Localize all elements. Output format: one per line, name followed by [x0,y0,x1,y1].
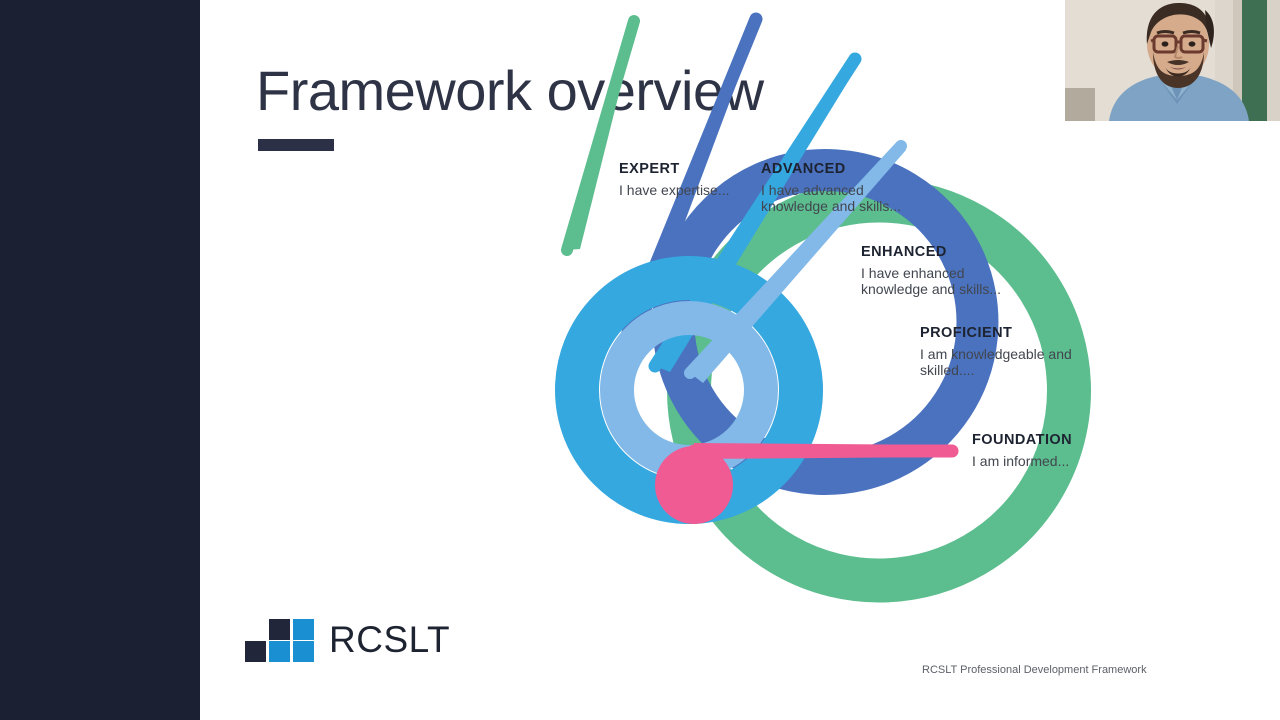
presenter-video-frame [1065,0,1280,121]
callout-proficient-description: I am knowledgeable and skilled.... [920,346,1072,378]
ring-proficient [599,140,907,479]
callout-enhanced-title: ENHANCED [861,244,947,260]
callout-enhanced: ENHANCED I have enhanced knowledge and s… [861,244,1021,298]
callout-advanced: ADVANCED I have advanced knowledge and s… [761,161,913,215]
rcslt-logo-mark [245,619,314,662]
rcslt-logo: RCSLT [245,617,450,665]
callout-foundation-title: FOUNDATION [972,432,1073,448]
ring-expert [561,15,1091,603]
footer-caption: RCSLT Professional Development Framework [922,664,1147,676]
framework-diagram [554,12,1091,603]
callout-foundation: FOUNDATION I am informed... [972,432,1157,470]
ring-foundation [655,443,959,524]
callout-expert: EXPERT I have expertise... [619,161,769,199]
page-title: Framework overview [256,59,764,122]
rcslt-wordmark: RCSLT [329,619,451,660]
left-dark-rail [0,0,200,720]
presenter-video-thumbnail[interactable] [1065,0,1280,121]
callout-proficient: PROFICIENT I am knowledgeable and skille… [920,325,1090,379]
callout-expert-title: EXPERT [619,161,680,177]
callout-expert-description: I have expertise... [619,182,730,198]
callout-foundation-description: I am informed... [972,453,1070,469]
callout-advanced-description: I have advanced knowledge and skills... [761,182,902,214]
callout-proficient-title: PROFICIENT [920,325,1013,341]
title-underline-rule [258,139,334,151]
callout-enhanced-description: I have enhanced knowledge and skills... [861,265,1002,297]
callout-advanced-title: ADVANCED [761,161,846,177]
